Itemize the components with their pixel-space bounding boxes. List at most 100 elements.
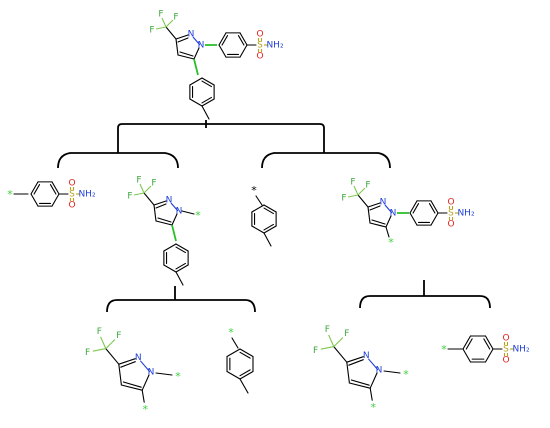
ring-bond (409, 212, 418, 226)
ring-bond (189, 77, 203, 86)
ring-bond (153, 200, 167, 206)
tree-branch (57, 152, 179, 169)
dummy-atom-star: * (175, 370, 181, 383)
ring-bond (120, 384, 143, 391)
ring-bond (163, 264, 177, 273)
ring-bond (226, 370, 241, 380)
fluorine-atom: F (97, 327, 102, 337)
ring-double-bond (221, 34, 229, 46)
sulfur-atom: S (69, 190, 75, 200)
dummy-atom-star: * (441, 343, 447, 356)
ring-bond (484, 335, 494, 350)
c-f-bond (133, 192, 145, 196)
ring-bond (153, 204, 157, 222)
c-star-bond (369, 387, 373, 401)
sulfur-atom: S (448, 209, 454, 219)
ring-bond (430, 212, 439, 226)
ring-bond (251, 204, 265, 213)
ring-bond (155, 220, 173, 226)
n-n-bond (384, 204, 393, 214)
fluorine-atom: F (344, 329, 349, 339)
dummy-atom-star: * (228, 326, 234, 339)
fluorine-atom: F (85, 348, 90, 358)
ring-double-bond (239, 369, 251, 377)
ring-double-bond (237, 34, 245, 46)
c-f-bond (328, 334, 335, 347)
ring-bond (175, 264, 189, 273)
nitrogen-atom: N (376, 366, 383, 376)
dummy-atom-star: * (388, 236, 394, 249)
ring-bond (239, 348, 254, 358)
c-star-bond (231, 337, 239, 349)
ring-bond (30, 181, 39, 195)
c-star-bond (385, 226, 390, 238)
c-f-bond (92, 348, 106, 352)
ring-double-bond (122, 381, 142, 388)
nitrogen-atom: N (135, 353, 142, 363)
ring-double-bond (263, 207, 275, 215)
ring-bond (369, 372, 378, 389)
ring-bond (189, 98, 203, 107)
ring-double-bond (49, 183, 57, 195)
dummy-atom-star: * (195, 209, 201, 222)
fluorine-atom: F (127, 192, 132, 202)
dummy-atom-star: * (403, 368, 409, 381)
ring-double-bond (263, 223, 275, 231)
oxygen-atom: O (502, 356, 509, 366)
dummy-atom-star: * (251, 184, 257, 197)
c-f-bond (100, 336, 107, 349)
ring-double-bond (177, 37, 189, 43)
fluorine-atom: F (365, 181, 370, 191)
ring-double-bond (155, 203, 167, 209)
fluorine-atom: F (173, 13, 178, 23)
fluorine-atom: F (149, 26, 154, 36)
ring-double-bond (179, 51, 194, 57)
ring-bond (251, 225, 265, 234)
ring-bond (141, 374, 150, 391)
ring-double-bond (465, 338, 473, 350)
n-star-bond (383, 370, 401, 374)
n-n-bond (139, 360, 151, 373)
ring-bond (118, 358, 136, 365)
methyl-bond (201, 105, 210, 120)
n-star-bond (155, 372, 173, 376)
c-f-bond (165, 19, 174, 28)
c-c-bond (143, 192, 155, 206)
ring-double-bond (428, 202, 436, 214)
ring-bond (346, 361, 350, 384)
ring-bond (409, 200, 418, 214)
fluorine-atom: F (313, 346, 318, 356)
ring-double-bond (33, 183, 41, 195)
c-star-bond (255, 195, 263, 206)
ring-double-bond (348, 359, 364, 366)
ring-bond (367, 206, 371, 224)
fluorine-atom: F (116, 331, 121, 341)
ring-double-bond (412, 202, 420, 214)
ring-bond (348, 382, 371, 389)
oxygen-atom: O (256, 52, 263, 62)
n-n-bond (192, 36, 201, 46)
methyl-bond (239, 378, 249, 394)
ring-double-bond (201, 96, 213, 104)
ring-bond (346, 356, 364, 363)
ring-double-bond (369, 205, 381, 211)
dummy-atom-star: * (142, 403, 148, 416)
fluorine-atom: F (158, 10, 163, 20)
ring-bond (218, 44, 227, 58)
nitrogen-atom: N (363, 351, 370, 361)
fragment-tolyl: * (251, 184, 277, 247)
ring-double-bond (175, 262, 187, 270)
ring-double-bond (239, 351, 251, 359)
ring-bond (163, 243, 177, 252)
nitrogen-atom: N (390, 209, 397, 219)
oxygen-atom: O (68, 201, 75, 211)
sulfur-atom: S (257, 41, 263, 51)
n-star-bond (181, 210, 195, 215)
n-n-bond (170, 202, 179, 212)
ring-double-bond (157, 217, 172, 223)
